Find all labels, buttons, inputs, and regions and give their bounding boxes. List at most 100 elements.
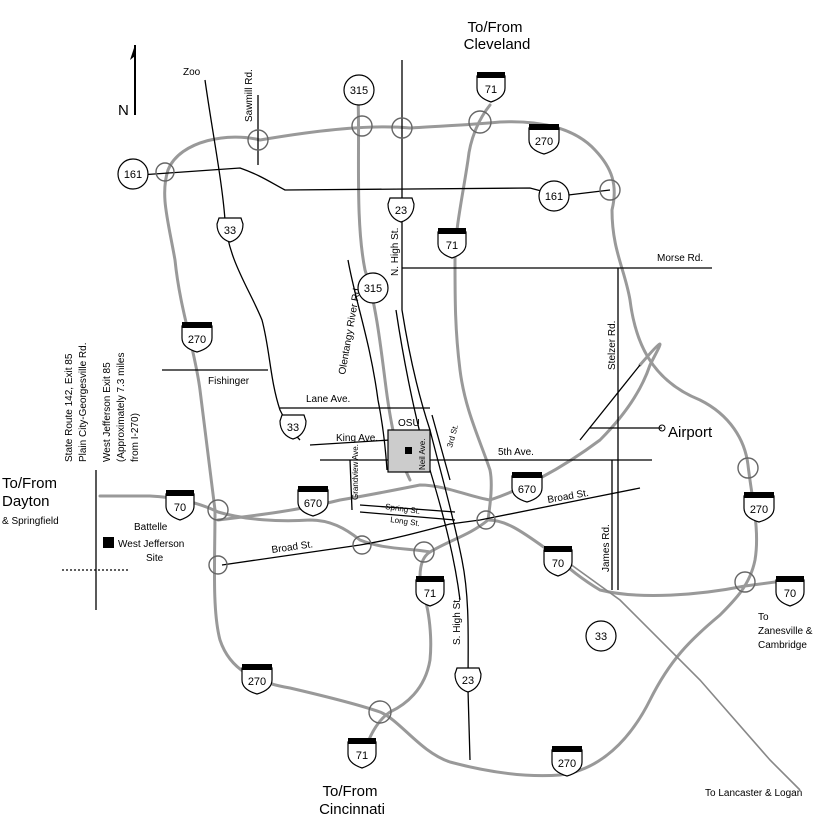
west-destination-top: To/From <box>2 475 57 492</box>
long-st <box>359 511 456 521</box>
i270-west-shield: 270 <box>181 322 213 353</box>
sr315-top-marker: 315 <box>343 74 375 106</box>
svg-text:270: 270 <box>750 504 768 516</box>
broad-st <box>221 487 641 566</box>
i270-ne-shield: 270 <box>528 124 560 155</box>
i70-east-shield: 70 <box>543 546 573 577</box>
i-70-east <box>486 518 792 598</box>
svg-text:161: 161 <box>124 169 142 181</box>
spring-st <box>359 504 456 513</box>
state-route-markers: 315 315 161 161 33 <box>117 74 617 652</box>
site-label: Site <box>146 553 164 564</box>
i71-north-shield: 71 <box>476 72 506 103</box>
sr161-east-marker: 161 <box>538 180 570 212</box>
north-arrow-icon: N <box>118 45 136 119</box>
svg-text:23: 23 <box>395 205 407 217</box>
north-destination-top: To/From <box>467 19 522 36</box>
broad-east-label: Broad St. <box>547 488 590 506</box>
site-marker <box>103 537 114 548</box>
i-71-south <box>363 518 490 752</box>
sr161-west-marker: 161 <box>117 158 149 190</box>
fishinger-label: Fishinger <box>208 376 250 387</box>
i71-south-shield: 71 <box>415 576 445 607</box>
i-270-outerbelt <box>163 120 759 778</box>
osu-label: OSU <box>398 418 420 429</box>
i-71-north <box>453 103 493 522</box>
olentangy-river-rd <box>347 259 388 471</box>
svg-text:270: 270 <box>535 136 553 148</box>
us-33-nw <box>204 79 301 441</box>
west-note-line2: Plain City-Georgesville Rd. <box>78 343 89 463</box>
west-destination-sub: & Springfield <box>2 516 59 527</box>
neil-label: Neil Ave. <box>418 439 427 470</box>
i270-sw-shield: 270 <box>241 664 273 695</box>
us33-north-shield: 33 <box>216 217 244 243</box>
i71-bottom-shield: 71 <box>347 738 377 769</box>
i-670 <box>216 342 662 522</box>
svg-text:70: 70 <box>784 588 796 600</box>
west-note-line1: State Route 142, Exit 85 <box>64 353 75 462</box>
interchange-symbols <box>155 110 759 724</box>
airport-label: Airport <box>668 424 713 441</box>
west-note-line4: (Approximately 7.3 miles <box>116 353 127 462</box>
west-note-line5: from I-270) <box>130 413 141 462</box>
i670-west-shield: 670 <box>297 486 329 517</box>
us23-north-shield: 23 <box>387 197 415 223</box>
west-jefferson-label: West Jefferson <box>118 539 184 550</box>
east-destination-2: Zanesville & <box>758 626 813 637</box>
morse-label: Morse Rd. <box>657 253 703 264</box>
svg-text:71: 71 <box>485 84 497 96</box>
west-destination-city: Dayton <box>2 493 50 510</box>
north-destination-city: Cleveland <box>464 36 531 53</box>
svg-text:270: 270 <box>188 334 206 346</box>
grandview-label: Grandview Ave. <box>351 444 360 500</box>
west-note-line3: West Jefferson Exit 85 <box>102 362 113 462</box>
svg-text:70: 70 <box>552 558 564 570</box>
svg-text:33: 33 <box>595 631 607 643</box>
svg-text:270: 270 <box>248 676 266 688</box>
osu-marker <box>405 447 412 454</box>
battelle-label: Battelle <box>134 522 168 533</box>
svg-text:670: 670 <box>518 484 536 496</box>
sr-315 <box>356 93 412 482</box>
svg-text:23: 23 <box>462 675 474 687</box>
southeast-destination: To Lancaster & Logan <box>705 788 802 799</box>
i270-east-shield: 270 <box>743 492 775 523</box>
airport-connector <box>579 364 641 441</box>
n-high-st <box>401 60 471 761</box>
third-label: 3rd St. <box>445 423 460 448</box>
interstate-shields: 71 270 71 270 70 670 <box>165 72 805 777</box>
east-destination-1: To <box>758 612 769 623</box>
i670-east-shield: 670 <box>511 472 543 503</box>
stelzer-label: Stelzer Rd. <box>607 321 618 370</box>
olentangy-label: Olentangy River Rd. <box>337 285 363 376</box>
s-high-label: S. High St. <box>452 597 463 645</box>
svg-text:315: 315 <box>350 85 368 97</box>
svg-text:71: 71 <box>356 750 368 762</box>
fifth-label: 5th Ave. <box>498 447 534 458</box>
svg-text:315: 315 <box>364 283 382 295</box>
airport-icon <box>658 424 666 432</box>
lane-label: Lane Ave. <box>306 394 350 405</box>
i70-west-shield: 70 <box>165 490 195 521</box>
us-route-shields: 23 23 33 33 <box>216 197 482 693</box>
broad-west-label: Broad St. <box>271 539 314 556</box>
i70-far-east-shield: 70 <box>775 576 805 607</box>
east-destination-3: Cambridge <box>758 640 807 651</box>
james-label: James Rd. <box>601 524 612 572</box>
n-high-label: N. High St. <box>390 228 401 276</box>
us-33-se <box>547 547 801 791</box>
svg-text:70: 70 <box>174 502 186 514</box>
sawmill-label: Sawmill Rd. <box>244 69 255 122</box>
sr315-mid-marker: 315 <box>357 272 389 304</box>
zoo-label: Zoo <box>183 67 201 78</box>
sr33-east-marker: 33 <box>585 620 617 652</box>
south-destination-city: Cincinnati <box>319 801 385 818</box>
svg-text:33: 33 <box>224 225 236 237</box>
third-st <box>431 414 451 481</box>
king-label: King Ave. <box>336 433 378 444</box>
svg-text:270: 270 <box>558 758 576 770</box>
us23-south-shield: 23 <box>454 667 482 693</box>
svg-text:161: 161 <box>545 191 563 203</box>
